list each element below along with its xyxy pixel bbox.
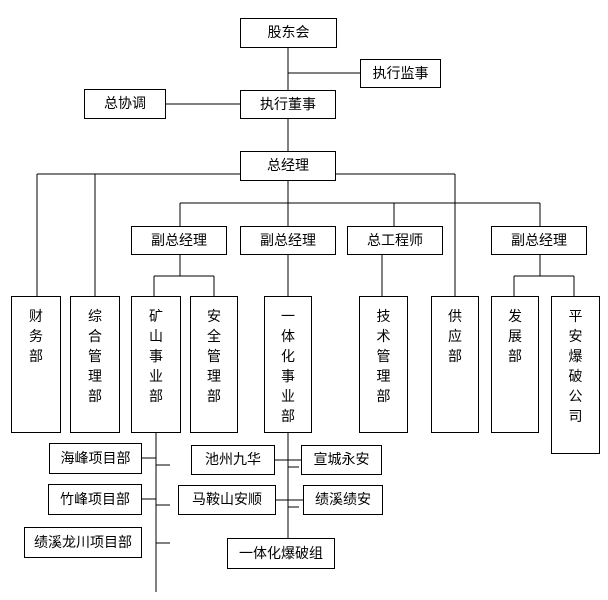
vgm3-box: 副总经理 [491,226,587,255]
safety-box: 安全管理部 [190,296,238,433]
finance-box: 财务部 [11,296,61,433]
supply-label: 供应部 [448,309,462,365]
integration-div-label: 一体化事业部 [281,309,295,425]
chizhou-label: 池州九华 [205,452,261,468]
vgm2-label: 副总经理 [260,232,316,249]
tech-box: 技术管理部 [359,296,408,433]
jixi-jian-box: 绩溪绩安 [303,485,383,515]
admin-label: 综合管理部 [88,309,102,405]
zhufeng-label: 竹峰项目部 [60,491,130,508]
supervisor-label: 执行监事 [372,65,429,82]
integration-div-box: 一体化事业部 [264,296,312,433]
jixi-jian-label: 绩溪绩安 [315,492,371,508]
safety-label: 安全管理部 [207,309,221,405]
blasting-group-label: 一体化爆破组 [239,545,323,562]
vgm3-label: 副总经理 [511,232,567,249]
director-label: 执行董事 [260,96,316,113]
development-box: 发展部 [491,296,539,433]
chief-engineer-label: 总工程师 [367,232,423,249]
mining-box: 矿山事业部 [131,296,181,433]
jixi-longchuan-box: 绩溪龙川项目部 [24,527,142,558]
zhufeng-box: 竹峰项目部 [48,484,142,515]
pingan-box: 平安爆破公司 [551,296,600,454]
coordinator-label: 总协调 [104,96,146,112]
tech-label: 技术管理部 [376,309,391,405]
vgm1-label: 副总经理 [151,232,207,249]
mining-label: 矿山事业部 [149,309,163,405]
vgm2-box: 副总经理 [240,226,336,255]
director-box: 执行董事 [240,90,336,119]
vgm1-box: 副总经理 [131,226,227,255]
development-label: 发展部 [508,309,522,365]
chief-engineer-box: 总工程师 [347,226,443,255]
pingan-label: 平安爆破公司 [568,309,583,425]
chizhou-box: 池州九华 [191,445,275,475]
blasting-group-box: 一体化爆破组 [227,538,335,569]
xuancheng-label: 宣城永安 [313,452,370,468]
maanshan-box: 马鞍山安顺 [178,485,276,515]
supply-box: 供应部 [431,296,479,433]
finance-label: 财务部 [29,309,43,365]
gm-box: 总经理 [240,151,336,181]
supervisor-box: 执行监事 [360,59,441,88]
shareholders-label: 股东会 [267,25,310,41]
shareholders-box: 股东会 [240,18,337,48]
jixi-longchuan-label: 绩溪龙川项目部 [34,534,132,551]
xuancheng-box: 宣城永安 [301,445,382,475]
gm-label: 总经理 [267,158,309,174]
maanshan-label: 马鞍山安顺 [192,492,262,508]
haifeng-box: 海峰项目部 [49,443,142,474]
haifeng-label: 海峰项目部 [60,450,131,467]
coordinator-box: 总协调 [84,89,166,119]
admin-box: 综合管理部 [70,296,120,433]
